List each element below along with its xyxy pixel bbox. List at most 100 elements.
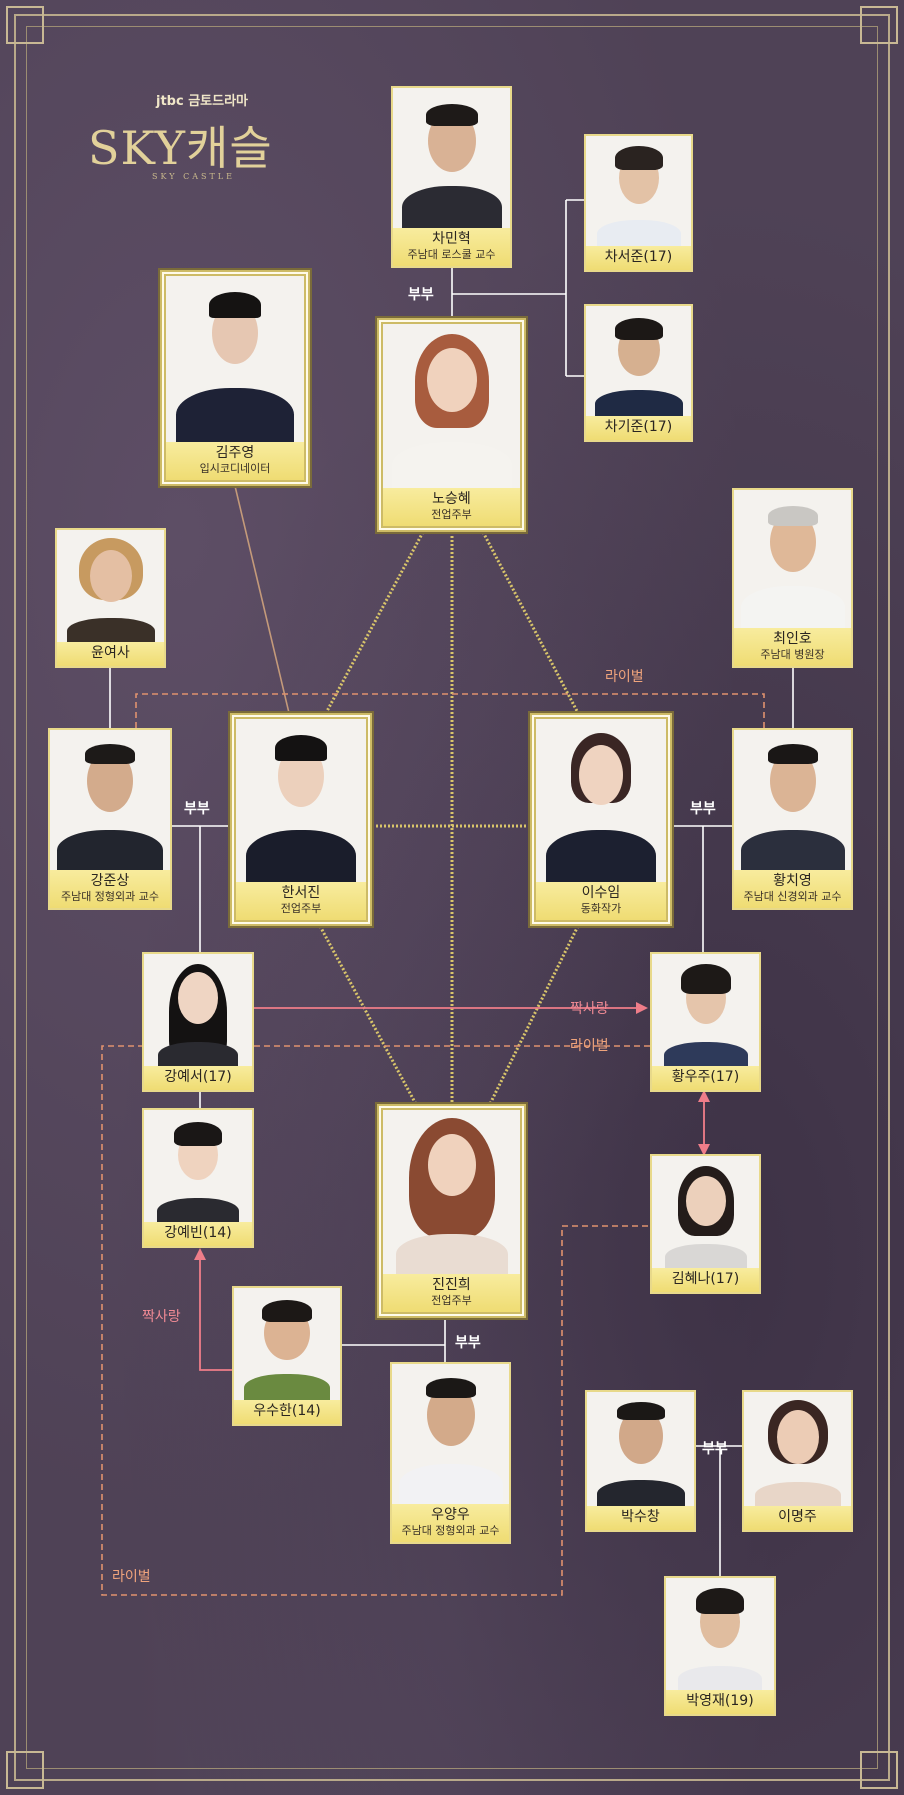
person-card-choi-inho: 최인호 주남대 병원장: [732, 488, 853, 668]
person-name: 우양우: [431, 1507, 470, 1523]
portrait: [666, 1578, 774, 1690]
portrait: [586, 136, 691, 246]
portrait-body: [398, 1464, 503, 1504]
person-name: 강예빈(14): [164, 1225, 232, 1241]
portrait-hair: [614, 146, 663, 170]
portrait: [383, 1110, 520, 1274]
rival-label-bottom: 라이벌: [112, 1569, 151, 1585]
person-card-kang-junsang: 강준상 주남대 정형외과 교수: [48, 728, 172, 910]
person-role: 주남대 로스쿨 교수: [407, 248, 496, 261]
portrait-hair: [696, 1588, 744, 1614]
portrait-hair: [275, 735, 327, 761]
person-name: 김혜나(17): [671, 1271, 740, 1287]
person-name: 우수한(14): [253, 1403, 321, 1419]
portrait: [166, 276, 304, 442]
crush-arrowhead: [194, 1248, 206, 1260]
person-card-park-youngjae: 박영재(19): [664, 1576, 776, 1716]
person-name: 강준상: [90, 873, 130, 889]
person-card-cha-seojun: 차서준(17): [584, 134, 693, 272]
chain-noh-lee: [481, 531, 580, 714]
portrait: [383, 324, 520, 488]
portrait-body: [246, 830, 356, 882]
portrait-body: [664, 1244, 747, 1268]
portrait: [536, 719, 666, 882]
person-card-hwang-chiyoung: 황치영 주남대 신경외과 교수: [732, 728, 853, 910]
portrait-body: [391, 442, 512, 488]
portrait-hair: [85, 744, 135, 764]
rival-label-middle: 라이벌: [570, 1038, 609, 1054]
portrait-body: [157, 1198, 239, 1222]
portrait: [587, 1392, 694, 1506]
show-title: SKY캐슬: [88, 121, 273, 175]
portrait-body: [176, 388, 294, 442]
person-card-woo-yangwoo: 우양우 주남대 정형외과 교수: [390, 1362, 511, 1544]
crush-arrowhead: [636, 1002, 648, 1014]
portrait: [652, 1156, 759, 1268]
person-name: 강예서(17): [164, 1069, 232, 1085]
show-subtitle: SKY CASTLE: [152, 172, 235, 181]
person-role: 주남대 신경외과 교수: [743, 890, 842, 903]
portrait-body: [546, 830, 656, 882]
person-name: 차민혁: [432, 231, 471, 247]
rival-label-top: 라이벌: [605, 669, 644, 685]
person-name: 차기준(17): [604, 419, 673, 435]
person-name: 이수임: [581, 885, 621, 901]
crush-line-suhan-yebin: [199, 1256, 232, 1371]
portrait-body: [395, 1234, 508, 1274]
person-role: 주남대 정형외과 교수: [401, 1524, 500, 1537]
portrait: [586, 306, 691, 416]
spouse-label-woo: 부부: [455, 1335, 481, 1351]
person-name: 김주영: [215, 445, 255, 461]
crush-label-yeseo: 짝사랑: [570, 1001, 609, 1017]
portrait-face: [776, 1410, 819, 1464]
corner-ornament: [6, 1751, 44, 1789]
portrait: [50, 730, 170, 870]
portrait-body: [244, 1374, 330, 1400]
person-role: 전업주부: [431, 1294, 472, 1307]
portrait-hair: [680, 964, 731, 994]
person-card-noh-seunghye: 노승혜 전업주부: [375, 316, 528, 534]
outer-frame: [14, 14, 890, 1781]
portrait-body: [594, 390, 683, 416]
portrait: [57, 530, 164, 642]
corner-ornament: [6, 6, 44, 44]
person-name: 황우주(17): [671, 1069, 740, 1085]
portrait-hair: [425, 1378, 476, 1398]
portrait-body: [678, 1666, 762, 1690]
portrait: [236, 719, 366, 882]
person-card-kang-yebin: 강예빈(14): [142, 1108, 254, 1248]
portrait-hair: [209, 292, 261, 318]
inner-frame: [26, 26, 878, 1769]
portrait-body: [740, 586, 845, 628]
spouse-label-hwang: 부부: [690, 801, 716, 817]
portrait: [652, 954, 759, 1066]
person-name: 이명주: [778, 1509, 817, 1525]
person-card-woo-suhan: 우수한(14): [232, 1286, 342, 1426]
line-cha-children: [452, 199, 584, 377]
person-card-park-suchang: 박수창: [585, 1390, 696, 1532]
rival-line-jin-kim: [101, 1045, 654, 1596]
portrait-hair: [767, 744, 818, 764]
person-name: 박수창: [621, 1509, 660, 1525]
portrait-hair: [262, 1300, 312, 1322]
portrait-body: [57, 830, 163, 870]
portrait-body: [66, 618, 155, 642]
person-card-kim-hyena: 김혜나(17): [650, 1154, 761, 1294]
person-card-cha-minhyuk: 차민혁 주남대 로스쿨 교수: [391, 86, 512, 268]
portrait-body: [596, 1480, 685, 1506]
portrait: [744, 1392, 851, 1506]
portrait: [734, 490, 851, 628]
person-card-kim-jooyoung: 김주영 입시코디네이터: [158, 268, 312, 488]
portrait: [393, 88, 510, 228]
crush-arrowhead: [698, 1144, 710, 1156]
portrait-body: [158, 1042, 238, 1066]
portrait: [234, 1288, 340, 1400]
portrait-face: [579, 745, 623, 805]
portrait-face: [426, 348, 477, 412]
portrait-hair: [174, 1122, 222, 1146]
spouse-label-cha: 부부: [408, 287, 434, 303]
chain-noh-han: [324, 531, 425, 714]
person-card-han-seojin: 한서진 전업주부: [228, 711, 374, 928]
person-name: 윤여사: [91, 645, 130, 661]
